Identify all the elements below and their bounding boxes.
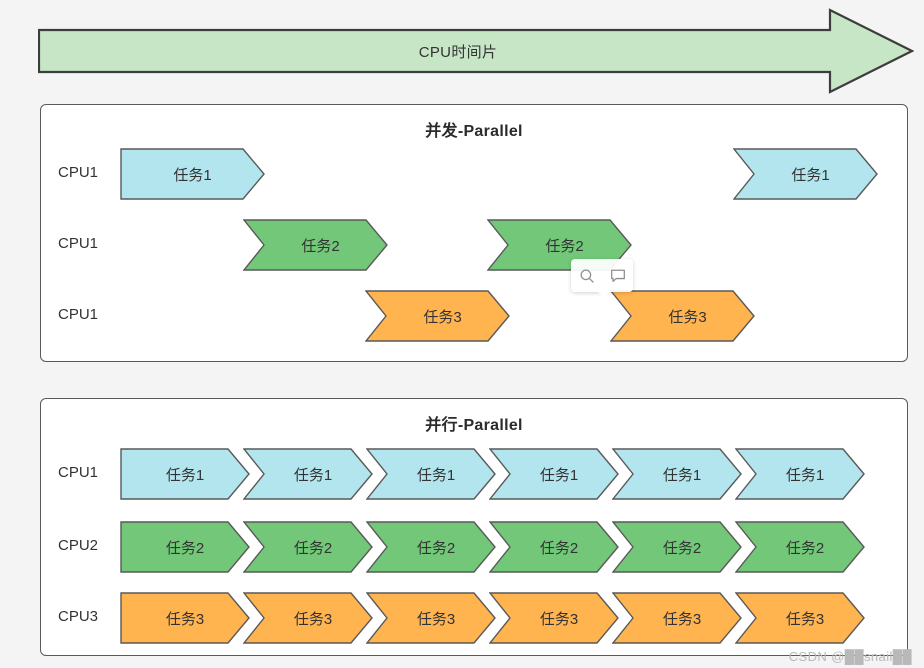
panel-concurrent-title: 并发-Parallel [425,123,523,140]
cpu-timeslice-label: CPU时间片 [418,43,498,61]
task-block: 任务2 [612,521,742,573]
task-block: 任务3 [735,592,865,644]
task-block: 任务1 [243,448,373,500]
task-block: 任务3 [243,592,373,644]
task-block: 任务3 [489,592,619,644]
task-block: 任务1 [733,148,878,200]
task-block: 任务1 [735,448,865,500]
task-block: 任务2 [735,521,865,573]
task-block: 任务2 [120,521,250,573]
task-block: 任务1 [120,148,265,200]
row-label-concurrent-1: CPU1 [58,235,99,252]
task-block: 任务1 [366,448,496,500]
image-toolbar[interactable] [571,259,633,298]
row-label-parallel-2: CPU3 [58,608,99,625]
row-label-parallel-0: CPU1 [58,464,99,481]
task-block: 任务3 [612,592,742,644]
panel-parallel-title: 并行-Parallel [425,417,523,434]
task-block: 任务3 [120,592,250,644]
row-label-parallel-1: CPU2 [58,537,99,554]
cpu-timeslice-arrow: CPU时间片 [38,8,914,94]
task-block: 任务1 [489,448,619,500]
task-block: 任务3 [610,290,755,342]
search-icon[interactable] [578,267,596,285]
csdn-watermark: CSDN @██snail██ [788,649,912,664]
task-block: 任务1 [120,448,250,500]
task-block: 任务2 [489,521,619,573]
row-label-concurrent-0: CPU1 [58,164,99,181]
task-block: 任务2 [366,521,496,573]
right-arrow-icon [38,8,914,94]
row-label-concurrent-2: CPU1 [58,306,99,323]
comment-icon[interactable] [609,267,627,285]
task-block: 任务3 [366,592,496,644]
task-block: 任务2 [243,521,373,573]
task-block: 任务3 [365,290,510,342]
task-block: 任务2 [243,219,388,271]
task-block: 任务1 [612,448,742,500]
